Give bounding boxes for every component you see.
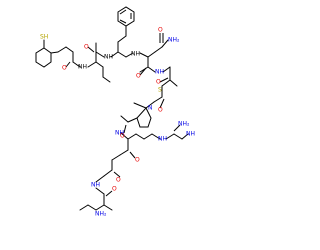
- label-o-9: O: [116, 177, 121, 184]
- label-sh: SH: [40, 34, 48, 41]
- label-nh-7: NH: [186, 131, 195, 138]
- label-nh-1: NH: [131, 51, 140, 58]
- molecule-diagram: NH NH NH O O O O O O O O O O NH₂ NH N NH…: [35, 6, 195, 218]
- label-nh-6: NH: [158, 136, 167, 143]
- label-o-5: O: [156, 79, 161, 86]
- label-nh2-term: NH₂: [95, 211, 107, 218]
- cyclohexane-ring: [35, 39, 59, 68]
- label-nh-8: NH: [91, 182, 100, 189]
- label-o-7: O: [120, 133, 125, 140]
- backbone-bonds: [57, 25, 178, 87]
- label-o-6: O: [158, 107, 163, 114]
- label-nh-4: NH: [155, 69, 164, 76]
- arg-bonds: [95, 124, 189, 183]
- cys-pro-bonds: [120, 79, 171, 134]
- label-nh-5: NH: [115, 130, 124, 137]
- phenyl-ring: [117, 6, 135, 27]
- label-n-pro: N: [148, 105, 153, 112]
- label-o-2: O: [62, 65, 67, 72]
- label-o-1: O: [84, 44, 89, 51]
- label-nh-3: NH: [78, 64, 87, 71]
- terminal-bonds: [79, 187, 113, 211]
- label-nh2-arg: NH₂: [178, 121, 190, 128]
- label-o-8: O: [135, 157, 140, 164]
- label-o-10: O: [112, 186, 117, 193]
- label-o-4: O: [158, 27, 163, 34]
- label-s-cys: S: [158, 87, 162, 94]
- label-nh-2: NH: [104, 54, 113, 61]
- label-o-3: O: [136, 73, 141, 80]
- label-nh2-amide: NH₂: [168, 37, 180, 44]
